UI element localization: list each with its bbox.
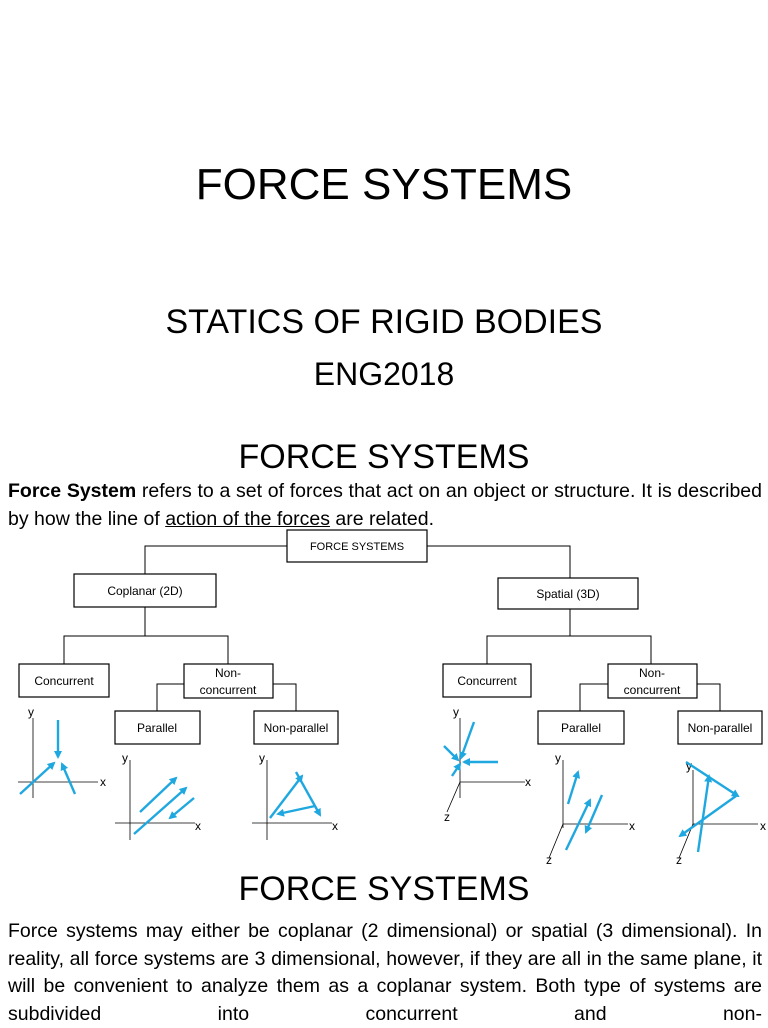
box-parallel-3d <box>537 710 625 745</box>
label-non-parallel-2d: Non-parallel <box>264 721 329 735</box>
label-concurrent-2d: Concurrent <box>34 674 94 688</box>
axis-x-6: x <box>760 819 766 833</box>
force-system-explanation: Force systems may either be coplanar (2 … <box>8 920 762 1025</box>
axis-y-6: y <box>686 759 692 773</box>
label-non-concurrent-2d-line1: Non- <box>215 666 241 680</box>
box-non-parallel-2d <box>253 710 339 745</box>
axis-y-1: y <box>28 705 34 719</box>
box-parallel-2d <box>114 710 201 745</box>
axis-y-2: y <box>122 751 128 765</box>
force-arrow <box>133 786 188 835</box>
label-non-concurrent-2d-line2: concurrent <box>200 683 257 697</box>
force-arrow <box>168 797 195 820</box>
bold-term: Force System <box>8 480 137 502</box>
definition-tail: are related. <box>329 507 435 530</box>
box-coplanar <box>73 573 217 608</box>
box-non-concurrent-2d <box>183 663 274 699</box>
force-arrow <box>451 762 462 777</box>
force-arrow <box>566 770 581 805</box>
force-arrow <box>269 774 304 819</box>
section-heading-2: FORCE SYSTEMS <box>238 870 530 908</box>
axis-x-1: x <box>100 775 106 789</box>
box-spatial <box>497 577 639 610</box>
force-arrow <box>685 760 740 798</box>
section-heading-1: FORCE SYSTEMS <box>238 438 530 476</box>
axis-x-5: x <box>629 819 635 833</box>
label-non-concurrent-3d-line1: Non- <box>639 666 665 680</box>
force-arrow <box>459 721 476 760</box>
force-arrow <box>139 776 178 813</box>
tree-connectors <box>63 545 721 711</box>
box-concurrent-3d <box>442 663 532 698</box>
box-force-systems <box>286 529 428 563</box>
definition-text: refers to a set of forces that act on an… <box>8 480 762 530</box>
label-parallel-2d: Parallel <box>137 721 177 735</box>
label-coplanar: Coplanar (2D) <box>107 584 182 598</box>
label-force-systems: FORCE SYSTEMS <box>310 541 404 553</box>
axis-x-3: x <box>332 819 338 833</box>
box-concurrent-2d <box>18 663 110 698</box>
axis-z-4: z <box>444 810 450 824</box>
axis-y-4: y <box>453 705 459 719</box>
label-spatial: Spatial (3D) <box>536 587 599 601</box>
axis-y-5: y <box>555 751 561 765</box>
force-arrow <box>678 795 737 838</box>
underlined-text: action of the forces <box>165 507 330 530</box>
axis-y-3: y <box>259 751 265 765</box>
label-non-concurrent-3d-line2: concurrent <box>624 683 681 697</box>
box-non-concurrent-3d <box>607 663 698 699</box>
document-title: FORCE SYSTEMS <box>195 160 573 209</box>
axis-z-5: z <box>546 853 552 867</box>
force-system-definition: Force System refers to a set of forces t… <box>8 478 762 533</box>
label-parallel-3d: Parallel <box>561 721 601 735</box>
axis-x-4: x <box>525 775 531 789</box>
axes-non-parallel-2d <box>252 760 332 840</box>
force-arrow <box>276 804 316 817</box>
axes-concurrent-2d <box>18 718 98 798</box>
box-non-parallel-3d <box>677 710 763 745</box>
course-code: ENG2018 <box>313 356 455 392</box>
force-arrow <box>564 798 592 851</box>
label-concurrent-3d: Concurrent <box>457 674 517 688</box>
force-arrow <box>584 794 604 834</box>
document-subtitle: STATICS OF RIGID BODIES <box>165 303 603 341</box>
axes-parallel-2d <box>115 760 195 840</box>
force-arrow <box>696 774 713 853</box>
force-arrow <box>294 771 322 817</box>
axis-x-2: x <box>195 819 201 833</box>
force-arrow <box>443 745 460 762</box>
force-arrow <box>19 761 56 795</box>
force-arrow <box>60 762 77 795</box>
axes-parallel-3d <box>548 760 628 859</box>
label-non-parallel-3d: Non-parallel <box>688 721 753 735</box>
axis-z-6: z <box>676 853 682 867</box>
